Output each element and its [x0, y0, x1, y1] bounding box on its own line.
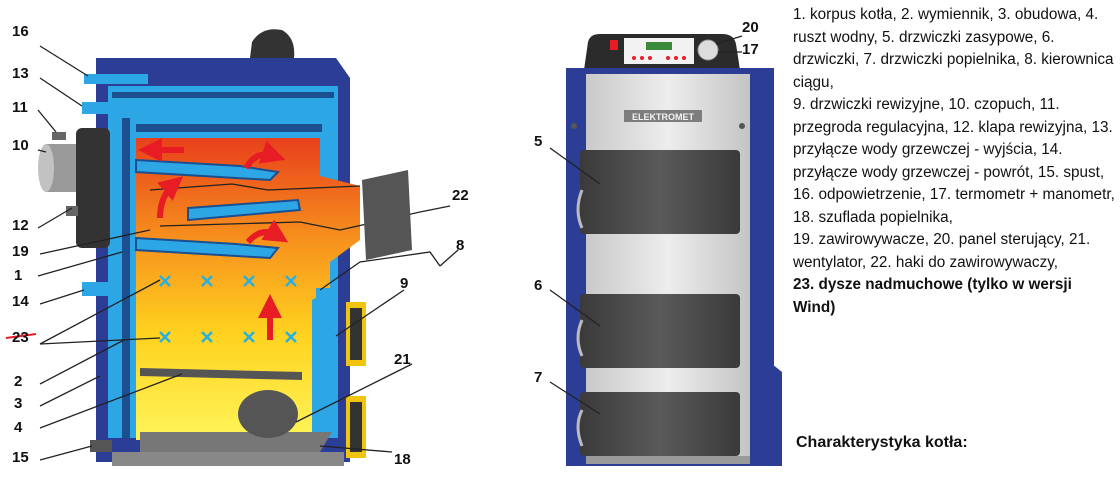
controller-screen	[646, 42, 672, 50]
callout-14: 14	[12, 293, 29, 310]
callout-2: 2	[14, 373, 22, 390]
base-plate	[112, 452, 344, 466]
callout-22: 22	[452, 187, 469, 204]
legend-paragraph-2: 9. drzwiczki rewizyjne, 10. czopuch, 11.…	[793, 96, 1115, 226]
parts-legend: 1. korpus kotła, 2. wymiennik, 3. obudow…	[793, 4, 1115, 319]
front-callouts: 20 17 5 6 7	[534, 19, 759, 415]
callout-1: 1	[14, 267, 22, 284]
callout-12: 12	[12, 217, 29, 234]
loading-door	[580, 150, 740, 234]
top-channel	[112, 92, 334, 98]
callout-15: 15	[12, 449, 29, 466]
thermometer-gauge	[697, 39, 719, 61]
brand-plate	[624, 110, 702, 122]
side-doors	[316, 170, 412, 458]
power-switch	[610, 40, 618, 50]
side-fan-housing	[772, 364, 782, 466]
outlet-pipe	[82, 102, 108, 114]
flow-arrows	[138, 138, 289, 340]
callout-10: 10	[12, 137, 29, 154]
callout-7: 7	[534, 369, 542, 386]
nozzle-markers	[159, 275, 297, 343]
legend-paragraph-1: 1. korpus kotła, 2. wymiennik, 3. obudow…	[793, 6, 1114, 91]
controller-display	[624, 38, 694, 64]
flue	[38, 128, 110, 248]
callout-17: 17	[742, 41, 759, 58]
callout-4: 4	[14, 419, 23, 436]
ash-drawer	[140, 432, 332, 452]
callout-21: 21	[394, 351, 411, 368]
front-view: ELEKTROMET	[566, 34, 782, 466]
callout-8: 8	[456, 237, 464, 254]
door-hinges	[576, 189, 584, 447]
swirlers	[135, 158, 302, 260]
vent-pipe	[84, 74, 148, 84]
middle-door	[580, 294, 740, 368]
return-pipe	[82, 282, 116, 296]
controller-buttons	[632, 56, 686, 60]
callout-19: 19	[12, 243, 29, 260]
legend-bold-note: 23. dysze nadmuchowe (tylko w wersji Win…	[793, 276, 1072, 316]
ash-door	[580, 392, 740, 456]
callout-11: 11	[12, 99, 28, 116]
callout-3: 3	[14, 395, 22, 412]
drain-valve	[90, 440, 112, 452]
callout-5: 5	[534, 133, 542, 150]
callout-18: 18	[394, 451, 411, 468]
callout-9: 9	[400, 275, 408, 292]
cross-section-view	[38, 29, 441, 466]
fan	[238, 390, 298, 438]
callout-20: 20	[742, 19, 759, 36]
water-grate	[140, 368, 302, 380]
left-callouts: 16 13 11 10 12 19 1 14 23 2 3 4 15	[5, 23, 183, 466]
legend-paragraph-3: 19. zawirowywacze, 20. panel sterujący, …	[793, 231, 1091, 271]
boiler-diagram: 16 13 11 10 12 19 1 14 23 2 3 4 15 22 8 …	[5, 19, 782, 468]
callout-13: 13	[12, 65, 29, 82]
brand-label: ELEKTROMET	[632, 112, 695, 122]
exchanger-wall	[122, 118, 130, 438]
callout-23: 23	[12, 329, 29, 346]
top-cap	[250, 29, 295, 58]
right-callouts: 22 8 9 21 18	[295, 187, 469, 468]
callout-16: 16	[12, 23, 29, 40]
top-baffle	[136, 124, 322, 132]
callout-6: 6	[534, 277, 542, 294]
strike-mark	[5, 333, 37, 339]
section-heading: Charakterystyka kotła:	[796, 434, 968, 451]
